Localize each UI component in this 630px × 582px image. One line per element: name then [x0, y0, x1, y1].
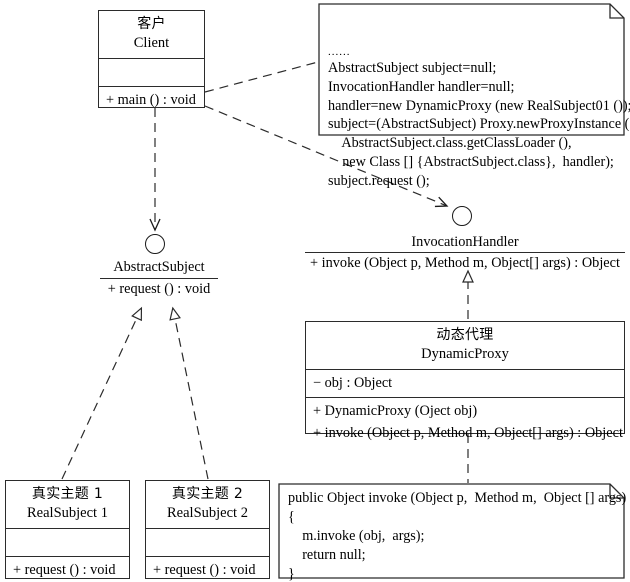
interface-operation-abstractsubject: + request () : void — [107, 281, 211, 297]
class-box-dynamicproxy[interactable]: 动态代理 DynamicProxy − obj : Object + Dynam… — [305, 321, 625, 441]
attribute-row: − obj : Object — [313, 374, 393, 391]
note-invoke-code[interactable]: public Object invoke (Object p, Method m… — [278, 483, 627, 582]
class-name-cn-dynamicproxy: 动态代理 — [436, 327, 494, 343]
note-shape-invoke-code — [278, 483, 625, 579]
note-body-invoke-code: public Object invoke (Object p, Method m… — [288, 490, 627, 582]
class-name-en-realsubject2: RealSubject 2 — [167, 504, 248, 521]
class-name-cn-client: 客户 — [137, 16, 166, 32]
edge-realsubject1-realizes-abstractsubject — [61, 306, 143, 480]
class-box-client[interactable]: 客户 Client + main () : void — [98, 10, 205, 108]
class-name-realsubject2: 真实主题 2 RealSubject 2 — [146, 481, 269, 529]
class-name-en-client: Client — [133, 34, 170, 51]
note-body-client-code: ......AbstractSubject subject=null; Invo… — [318, 3, 630, 217]
interface-rule-abstractsubject — [100, 278, 218, 279]
class-name-cn-realsubject2: 真实主题 2 — [171, 486, 244, 502]
interface-circle-abstractsubject — [145, 234, 165, 254]
class-operations-dynamicproxy: + DynamicProxy (Oject obj) + invoke (Obj… — [306, 398, 624, 447]
class-box-realsubject1[interactable]: 真实主题 1 RealSubject 1 + request () : void — [5, 480, 130, 579]
class-attributes-realsubject2 — [146, 529, 269, 557]
note-code-client-code: AbstractSubject subject=null; Invocation… — [328, 59, 630, 189]
operation-row: + DynamicProxy (Oject obj) — [313, 403, 478, 420]
class-name-en-dynamicproxy: DynamicProxy — [421, 345, 509, 362]
class-operations-realsubject2: + request () : void — [153, 561, 256, 578]
class-attributes-realsubject1 — [6, 529, 129, 557]
interface-operation-invocationhandler: + invoke (Object p, Method m, Object[] a… — [310, 255, 620, 271]
edge-realsubject2-realizes-abstractsubject — [169, 306, 209, 480]
class-name-dynamicproxy: 动态代理 DynamicProxy — [306, 322, 624, 370]
note-client-code[interactable]: ......AbstractSubject subject=null; Invo… — [318, 3, 630, 189]
interface-circle-invocationhandler — [452, 206, 472, 226]
interface-name-invocationhandler: InvocationHandler — [411, 234, 519, 250]
class-name-cn-realsubject1: 真实主题 1 — [31, 486, 104, 502]
interface-name-abstractsubject: AbstractSubject — [113, 259, 205, 275]
class-name-realsubject1: 真实主题 1 RealSubject 1 — [6, 481, 129, 529]
class-name-en-realsubject1: RealSubject 1 — [27, 504, 108, 521]
note-ellipsis-client-code: ...... — [328, 45, 351, 58]
class-attributes-dynamicproxy: − obj : Object — [306, 370, 624, 399]
class-box-realsubject2[interactable]: 真实主题 2 RealSubject 2 + request () : void — [145, 480, 270, 579]
interface-rule-invocationhandler — [305, 252, 625, 253]
class-name-client: 客户 Client — [99, 11, 204, 59]
class-attributes-client — [99, 59, 204, 87]
operation-row: + invoke (Object p, Method m, Object[] a… — [313, 424, 623, 441]
class-operations-client: + main () : void — [106, 91, 196, 108]
class-operations-realsubject1: + request () : void — [13, 561, 116, 578]
edge-client-to-code-note — [204, 61, 319, 93]
